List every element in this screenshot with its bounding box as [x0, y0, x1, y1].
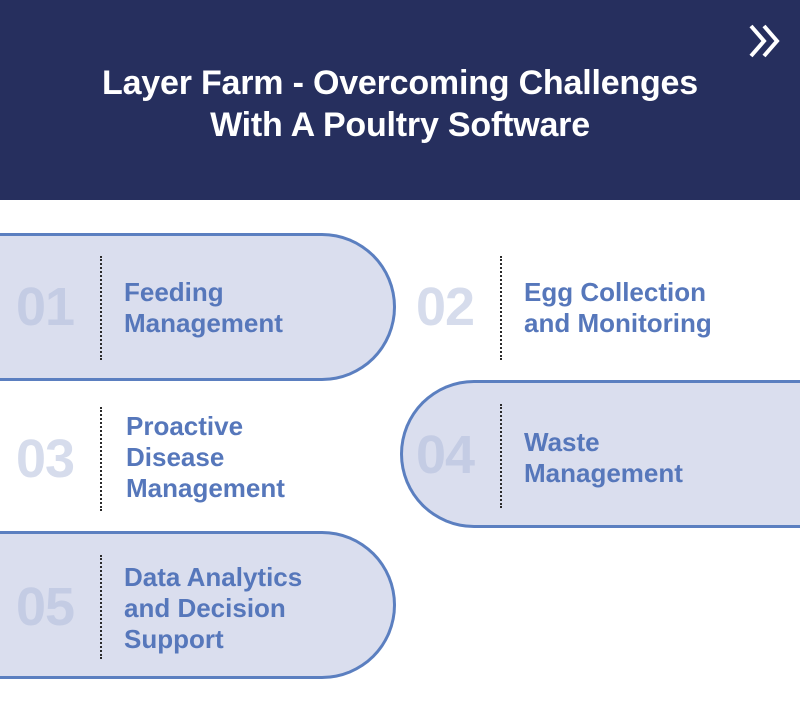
- item-label-line: Support: [124, 624, 224, 654]
- item-label-line: Egg Collection: [524, 277, 706, 307]
- item-label-line: Data Analytics: [124, 562, 303, 592]
- item-label: Feeding Management: [124, 277, 283, 339]
- item-05-pill: [0, 531, 396, 679]
- dotted-separator: [500, 256, 502, 360]
- title-line-1: Layer Farm - Overcoming Challenges: [102, 64, 698, 102]
- header-banner: Layer Farm - Overcoming Challenges With …: [0, 0, 800, 200]
- item-label: Egg Collection and Monitoring: [524, 277, 712, 339]
- item-01-pill: [0, 233, 396, 381]
- item-number: 01: [16, 277, 75, 337]
- item-number: 03: [16, 429, 75, 489]
- title-line-2: With A Poultry Software: [210, 106, 590, 144]
- item-label-line: Management: [126, 473, 285, 503]
- item-label-line: Management: [524, 458, 683, 488]
- dotted-separator: [500, 404, 502, 508]
- item-label-line: and Decision: [124, 593, 286, 623]
- item-label-line: Waste: [524, 427, 600, 457]
- item-number: 05: [16, 577, 75, 637]
- item-number: 04: [416, 425, 475, 485]
- double-chevron-right-icon: [749, 24, 780, 58]
- dotted-separator: [100, 407, 102, 511]
- item-04-pill: [400, 380, 800, 528]
- dotted-separator: [100, 256, 102, 360]
- item-label-line: Management: [124, 308, 283, 338]
- page-title: Layer Farm - Overcoming Challenges With …: [0, 62, 800, 146]
- item-label-line: Proactive: [126, 411, 244, 441]
- item-label-line: Disease: [126, 442, 225, 472]
- item-label-line: and Monitoring: [524, 308, 712, 338]
- item-label-line: Feeding: [124, 277, 224, 307]
- item-label: Data Analytics and Decision Support: [124, 562, 302, 655]
- item-label: Proactive Disease Management: [126, 411, 285, 504]
- item-label: Waste Management: [524, 427, 683, 489]
- dotted-separator: [100, 555, 102, 659]
- item-number: 02: [416, 277, 475, 337]
